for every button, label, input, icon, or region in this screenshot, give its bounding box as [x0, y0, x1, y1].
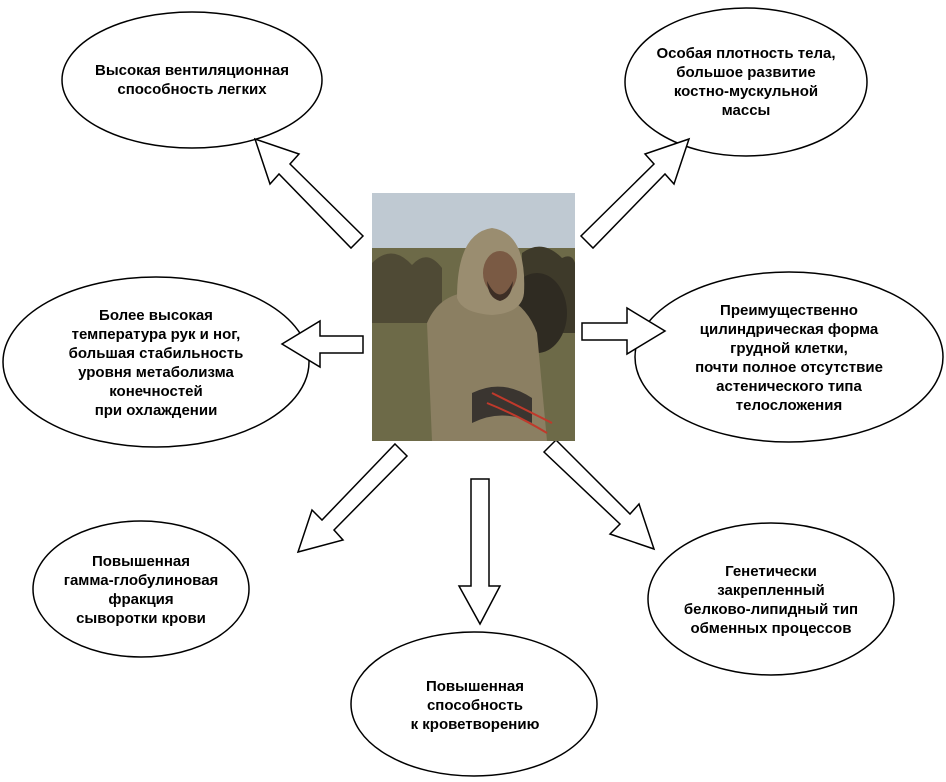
node-middle-left-ellipse — [2, 276, 310, 448]
node-bottom-right: Генетически закрепленный белково-липидны… — [683, 563, 859, 637]
node-bottom-center: Повышенная способность к кроветворению — [410, 677, 540, 733]
node-middle-right: Преимущественно цилиндрическая форма гру… — [695, 302, 883, 414]
person-photo — [372, 193, 575, 441]
arrow-to-bottom-center — [457, 478, 502, 626]
node-bottom-left-ellipse — [32, 520, 250, 658]
arrow-to-top-left — [253, 137, 365, 250]
node-top-right-ellipse — [624, 7, 868, 157]
node-bottom-right-ellipse — [647, 522, 895, 676]
arrow-to-top-right — [579, 137, 691, 250]
node-top-right: Особая плотность тела, большое развитие … — [656, 45, 836, 119]
arrow-to-bottom-right — [542, 438, 656, 551]
node-top-left-ellipse — [61, 11, 323, 149]
node-bottom-center-ellipse — [350, 631, 598, 777]
node-middle-right-ellipse — [634, 271, 944, 443]
arrow-to-bottom-left — [296, 442, 409, 554]
node-middle-left: Более высокая температура рук и ног, бол… — [68, 307, 244, 419]
node-bottom-left: Повышенная гамма-глобулиновая фракция сы… — [63, 553, 219, 627]
arrow-to-middle-left — [280, 319, 364, 369]
arrow-to-middle-right — [581, 306, 667, 356]
node-top-left: Высокая вентиляционная способность легки… — [94, 62, 289, 98]
